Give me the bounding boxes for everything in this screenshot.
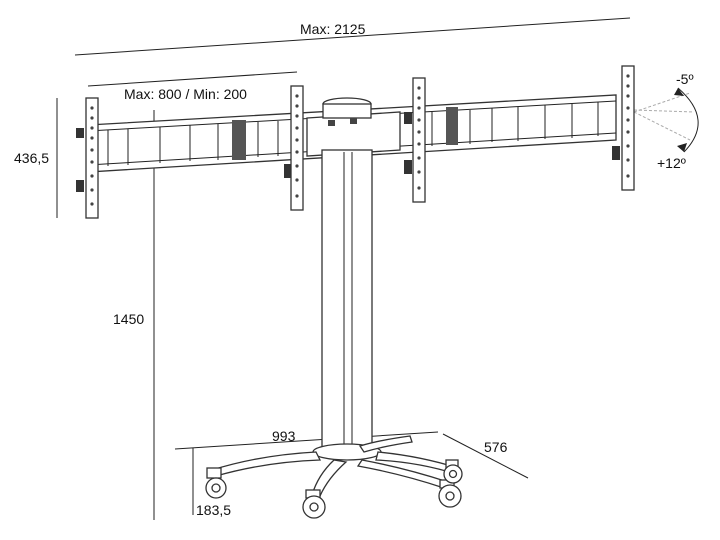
column bbox=[321, 149, 373, 451]
vesa-bracket-1 bbox=[76, 97, 99, 219]
column-collar bbox=[322, 103, 372, 119]
column-body bbox=[321, 149, 373, 451]
tilt-down-label: +12º bbox=[657, 155, 686, 171]
vesa-bracket-2 bbox=[284, 85, 304, 211]
mount-head bbox=[306, 97, 401, 157]
tilt-down-arrow-icon bbox=[677, 143, 687, 152]
adapter-plate-right bbox=[446, 107, 458, 145]
rail-rungs bbox=[107, 102, 599, 166]
tilt-up-label: -5º bbox=[676, 71, 694, 87]
base bbox=[210, 435, 459, 497]
base-leg-back bbox=[358, 435, 413, 453]
wheel-right bbox=[438, 479, 462, 508]
bracket-knob bbox=[76, 128, 84, 138]
bracket-height-label: 436,5 bbox=[14, 150, 49, 166]
tilt-up-arrow-icon bbox=[674, 88, 684, 96]
dimension-lines bbox=[56, 17, 631, 520]
vesa-bracket-3 bbox=[404, 77, 426, 203]
display-spacing-dimension-line bbox=[87, 71, 298, 87]
base-depth-dimension-line bbox=[442, 433, 529, 479]
vesa-bracket-4 bbox=[612, 65, 635, 191]
base-width-label: 993 bbox=[272, 428, 296, 444]
base-height-label: 183,5 bbox=[196, 502, 231, 518]
adapter-plate-left bbox=[232, 120, 246, 160]
wheel-front bbox=[302, 489, 326, 519]
wheel-back bbox=[443, 459, 463, 484]
tilt-upper-line bbox=[633, 92, 691, 113]
total-height-label: 1450 bbox=[113, 311, 144, 327]
wheel-left bbox=[205, 467, 227, 499]
total-width-dimension-line bbox=[74, 17, 631, 56]
base-width-dimension-line bbox=[174, 431, 439, 450]
display-spacing-label: Max: 800 / Min: 200 bbox=[124, 86, 247, 102]
tilt-reference-line bbox=[633, 109, 695, 113]
tilt-lower-line bbox=[633, 111, 691, 141]
base-depth-label: 576 bbox=[484, 439, 508, 455]
base-leg-left bbox=[210, 451, 322, 477]
dimension-labels: Max: 2125 Max: 800 / Min: 200 436,5 1450… bbox=[14, 21, 694, 518]
castor-wheels bbox=[205, 459, 463, 519]
mount-bolt-2 bbox=[350, 118, 357, 124]
bracket-hook bbox=[76, 180, 84, 192]
tilt-indicator bbox=[633, 87, 699, 153]
total-width-label: Max: 2125 bbox=[300, 21, 366, 37]
mount-bolt-1 bbox=[328, 120, 335, 126]
tilt-arc bbox=[677, 87, 699, 153]
